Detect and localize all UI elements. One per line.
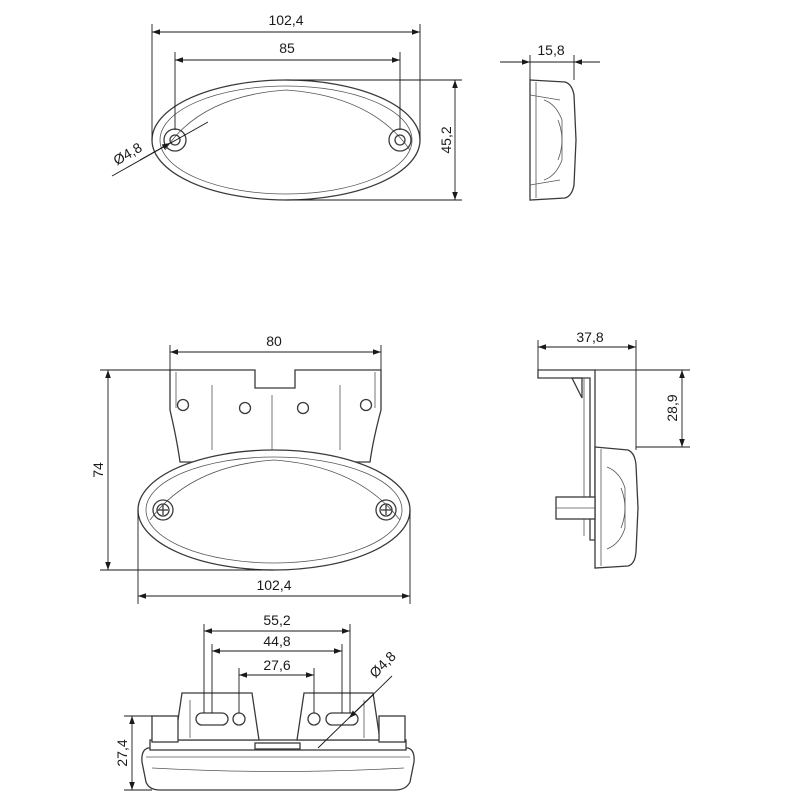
bracket-side-view: 37,8 28,9 xyxy=(537,329,690,569)
screw-left xyxy=(152,499,174,521)
lamp-side-body xyxy=(594,446,639,569)
dimension-bracket-overall-width: 102,4 xyxy=(137,510,411,604)
dimension-offset-height: 28,9 xyxy=(595,369,690,448)
dim-label-height: 45,2 xyxy=(438,126,454,153)
bracket-hole-3 xyxy=(296,401,310,415)
dim-label-hole-diameter: Ø4,8 xyxy=(110,139,144,168)
dimension-slot-span: 55,2 xyxy=(203,612,351,713)
dim-label-hole-spacing: 85 xyxy=(279,40,295,56)
lamp-body-outline xyxy=(137,449,411,571)
dim-label-bracket-overall-width: 102,4 xyxy=(256,577,291,593)
lamp-side-profile xyxy=(529,79,577,201)
dimension-bottom-height: 27,4 xyxy=(114,715,152,791)
dim-label-slot-center-span: 44,8 xyxy=(263,633,290,649)
bracket-hole-2 xyxy=(238,401,252,415)
mount-hole-left xyxy=(163,128,187,152)
dim-label-bracket-width: 80 xyxy=(266,333,282,349)
dimension-hole-diameter: Ø4,8 xyxy=(110,121,209,177)
bracket-tab-right xyxy=(296,692,381,741)
screw-right xyxy=(375,499,397,521)
lamp-inner-outline xyxy=(159,85,413,195)
bracket-front-view: 80 74 102,4 xyxy=(90,333,411,604)
dim-label-offset-height: 28,9 xyxy=(664,394,680,421)
mount-hole-right xyxy=(388,128,412,152)
bracket-hole-4 xyxy=(359,398,373,412)
dim-label-hole-span: 27,6 xyxy=(263,657,290,673)
top-view: 102,4 85 45,2 Ø4,8 xyxy=(110,12,462,201)
lamp-bottom-body xyxy=(141,747,415,791)
dimension-slot-center-span: 44,8 xyxy=(211,633,343,713)
dimension-overall-width: 102,4 xyxy=(151,12,421,140)
lamp-lens-edge xyxy=(164,89,411,151)
dimension-height: 45,2 xyxy=(286,79,462,201)
dimension-bracket-width: 80 xyxy=(169,333,382,370)
dim-label-overall-height: 74 xyxy=(90,462,106,478)
dim-label-bottom-height: 27,4 xyxy=(114,739,130,766)
bracket-tab-left xyxy=(174,692,260,741)
side-view-top: 15,8 xyxy=(500,42,600,201)
dimension-hole-spacing: 85 xyxy=(174,40,401,130)
lamp-outer-outline xyxy=(151,79,421,201)
dim-label-side-depth: 37,8 xyxy=(576,329,603,345)
dimension-hole-span: 27,6 xyxy=(238,657,315,713)
dim-label-overall-width: 102,4 xyxy=(268,12,303,28)
dim-label-slot-span: 55,2 xyxy=(263,612,290,628)
bracket-hole-1 xyxy=(176,398,190,412)
dimension-overall-height: 74 xyxy=(90,369,274,571)
bottom-view: 55,2 44,8 27,6 Ø4,8 27,4 xyxy=(114,612,415,791)
bracket-plate-outline xyxy=(169,369,382,463)
dimension-depth: 15,8 xyxy=(500,42,600,80)
dim-label-bottom-hole-diameter: Ø4,8 xyxy=(366,648,399,681)
dimension-side-depth: 37,8 xyxy=(537,329,637,450)
dim-label-depth: 15,8 xyxy=(537,42,564,58)
